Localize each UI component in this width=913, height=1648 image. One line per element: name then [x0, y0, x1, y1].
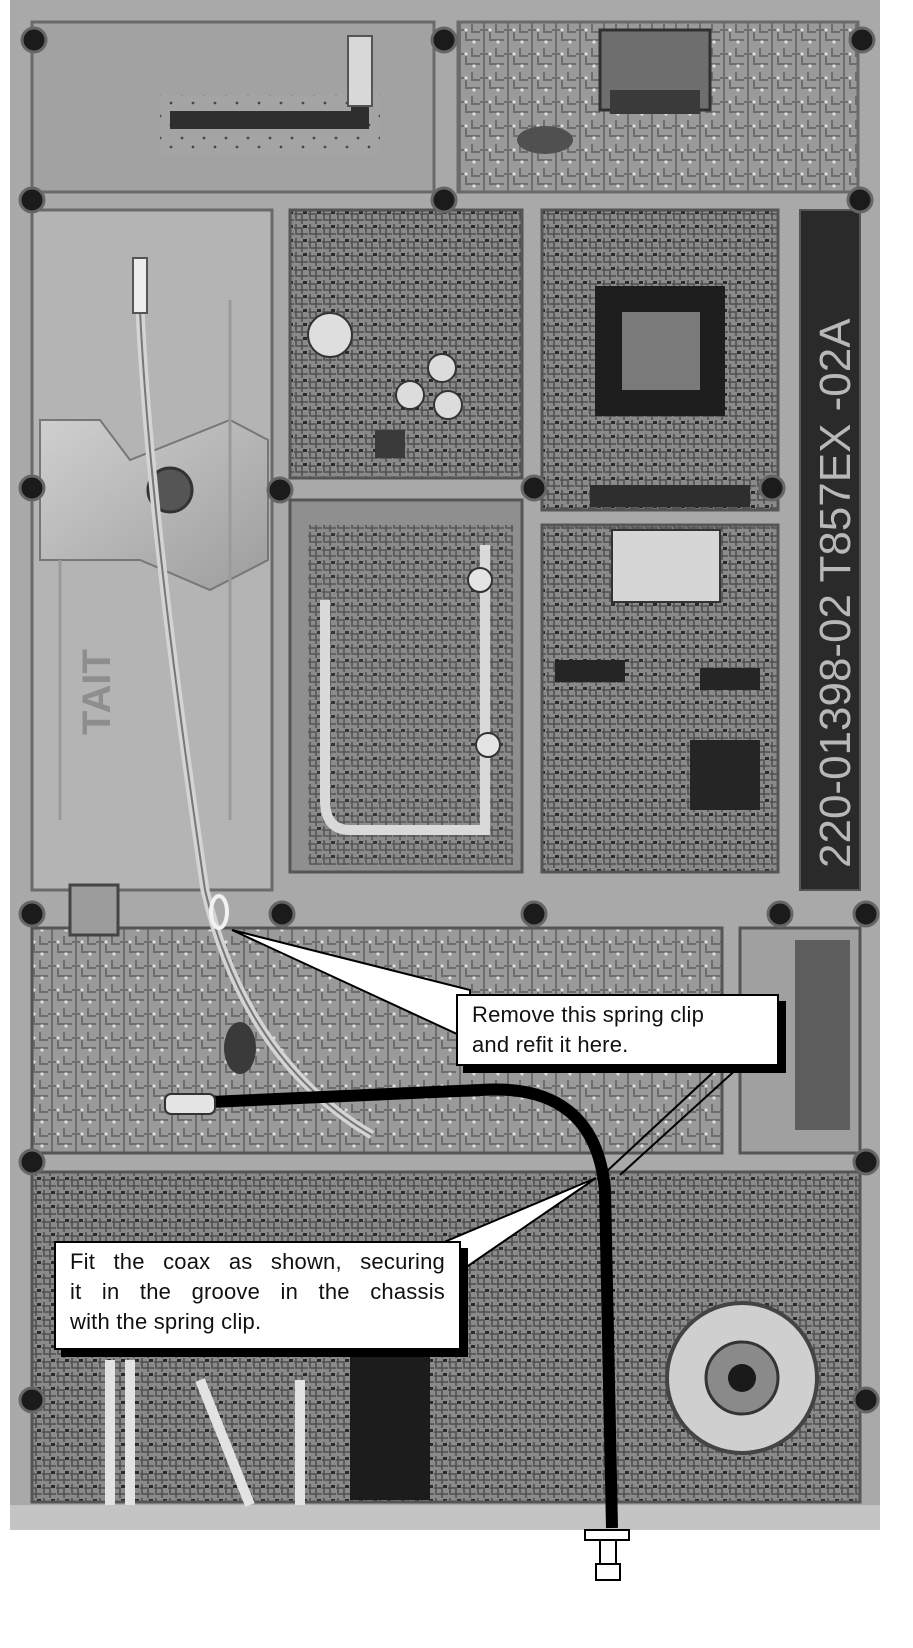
coax-cable-new-route — [209, 1083, 618, 1529]
callout-top-leader-2 — [619, 1065, 741, 1176]
callout-top-line-1: Remove this spring clip — [472, 1002, 705, 1027]
crystal-oscillator — [611, 529, 721, 603]
coax-connector-icon — [584, 1529, 630, 1581]
callout-bottom-line-3: with the spring clip. — [70, 1309, 262, 1334]
callout-remove-spring-clip: Remove this spring clip and refit it her… — [456, 994, 779, 1066]
spring-clip — [209, 894, 229, 930]
callout-bottom-line-1: Fit the coax as shown, securing — [70, 1249, 445, 1274]
side-panel — [799, 209, 861, 891]
screw-holes — [18, 26, 880, 1414]
board-marking: 220-01398-02 T857EX -02A — [811, 318, 860, 868]
callout-top-line-2: and refit it here. — [472, 1032, 629, 1057]
vco-resonator-loop — [320, 545, 490, 835]
callout-fit-coax: Fit the coax as shown, securing it in th… — [54, 1241, 461, 1350]
chassis-logo: TAIT — [75, 649, 119, 735]
callout-bottom-line-2: it in the groove in the chassis — [70, 1279, 445, 1304]
